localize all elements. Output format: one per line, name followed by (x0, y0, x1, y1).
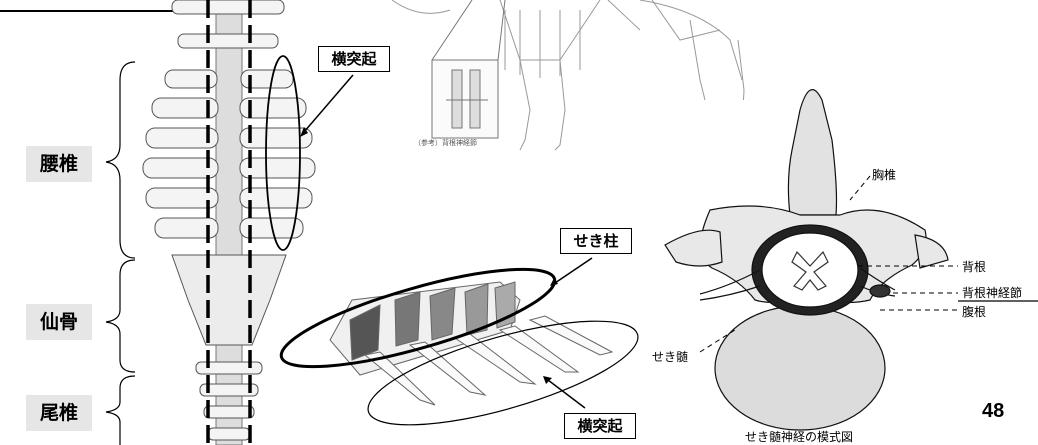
label-lumbar: 腰椎 (26, 146, 92, 182)
label-caudal: 尾椎 (26, 395, 92, 431)
label-spinal-cord: せき髄 (652, 348, 688, 365)
tag-transverse-process-bottom: 横突起 (564, 413, 636, 439)
label-ventral-root: 腹根 (962, 303, 986, 320)
inset-caption: （参考）背根神経節 (414, 138, 477, 148)
inset-ganglion (432, 0, 505, 138)
label-thoracic-vertebra: 胸椎 (872, 166, 896, 183)
cross-section-caption: せき髄神経の模式図 (745, 428, 853, 445)
tag-vertebral-column: せき柱 (560, 228, 632, 254)
page-number: 48 (982, 400, 1004, 423)
label-dorsal-root: 背根 (962, 258, 986, 275)
label-sacrum: 仙骨 (26, 304, 92, 340)
braces (106, 62, 135, 445)
label-dorsal-root-ganglion: 背根神経節 (962, 284, 1022, 301)
spine-illustration (143, 0, 315, 445)
tag-transverse-process-top: 横突起 (318, 46, 390, 72)
